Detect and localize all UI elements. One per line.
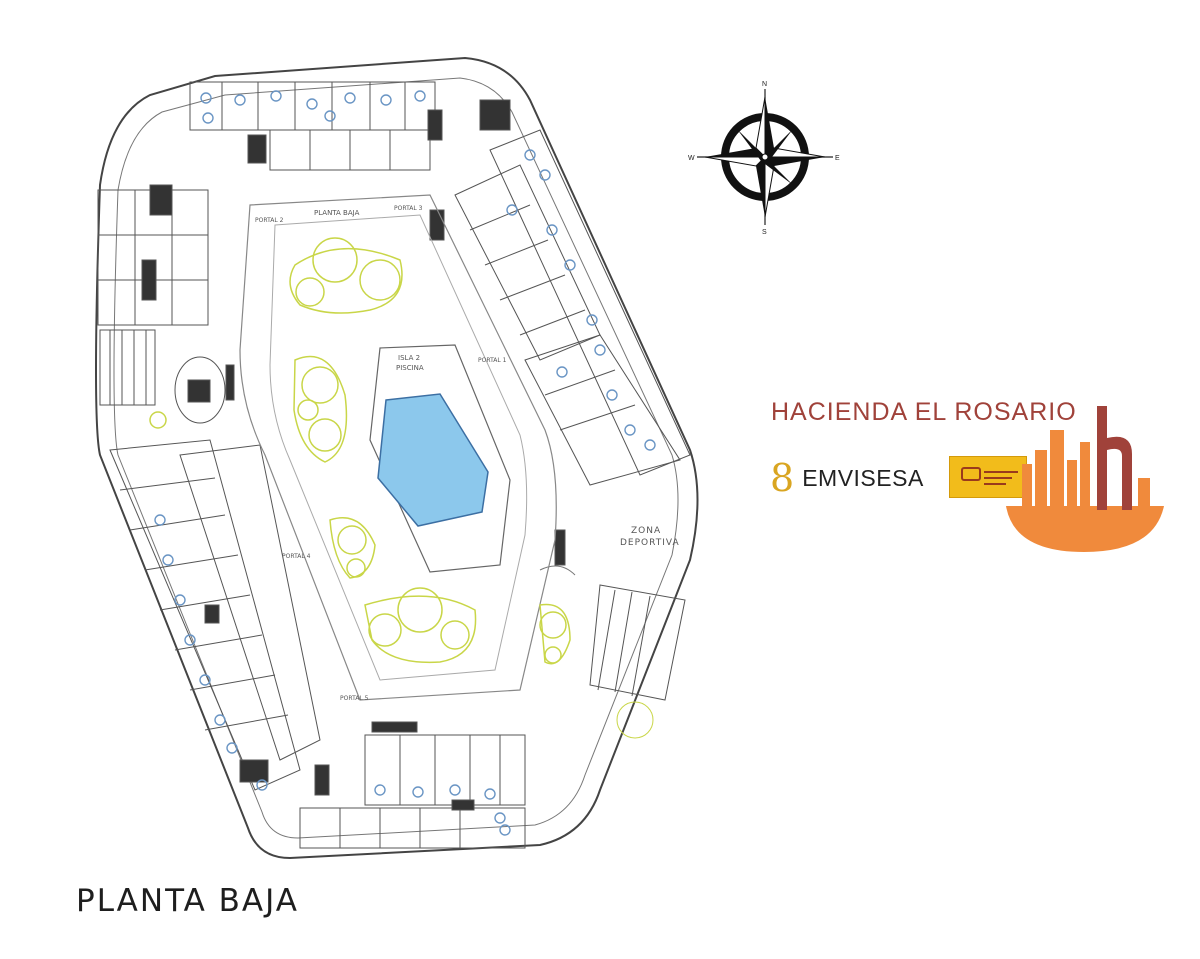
skyline-logo-icon xyxy=(1006,406,1164,552)
badge-line xyxy=(984,477,1012,479)
label-deportiva: DEPORTIVA xyxy=(620,538,680,548)
badge-line xyxy=(984,471,1018,473)
compass-rose: N S E W xyxy=(688,81,840,236)
unit-block-southwest xyxy=(109,439,330,796)
label-portal-1: PORTAL 1 xyxy=(478,357,507,364)
swimming-pool xyxy=(377,393,489,527)
partner-logo: 8 EMVISESA xyxy=(770,455,924,501)
seal-icon xyxy=(961,467,981,481)
courtyard-outline xyxy=(239,194,557,701)
emvisesa-name: EMVISESA xyxy=(802,464,924,491)
unit-block-west xyxy=(97,184,235,424)
city-council-badge xyxy=(949,456,1027,498)
project-title: HACIENDA EL ROSARIO xyxy=(771,398,1077,426)
unit-block-south xyxy=(299,721,526,849)
label-isla-2: ISLA 2 xyxy=(398,354,420,362)
compass-s: S xyxy=(762,229,767,236)
label-zona: ZONA xyxy=(631,526,661,536)
sports-zone xyxy=(539,565,686,739)
label-portal-5: PORTAL 5 xyxy=(340,695,369,702)
building-outline xyxy=(95,56,699,860)
courtyard-inner xyxy=(269,214,528,681)
unit-block-north xyxy=(189,81,443,171)
compass-n: N xyxy=(762,81,767,88)
label-planta-baja: PLANTA BAJA xyxy=(314,209,360,217)
badge-line xyxy=(984,483,1006,485)
pool-terrace xyxy=(369,344,511,573)
unit-circles-north xyxy=(200,90,426,124)
label-portal-3: PORTAL 3 xyxy=(394,205,423,212)
compass-w: W xyxy=(688,155,695,162)
emvisesa-symbol: 8 xyxy=(770,456,795,500)
unit-circles-south xyxy=(374,784,511,836)
unit-circles-southwest xyxy=(154,514,268,791)
greenery xyxy=(149,237,571,665)
page-title: PLANTA BAJA xyxy=(76,883,299,919)
label-portal-4: PORTAL 4 xyxy=(282,553,311,560)
compass-e: E xyxy=(835,155,840,162)
label-piscina: PISCINA xyxy=(396,364,424,372)
unit-circles-east xyxy=(506,149,656,451)
label-portal-2: PORTAL 2 xyxy=(255,217,284,224)
